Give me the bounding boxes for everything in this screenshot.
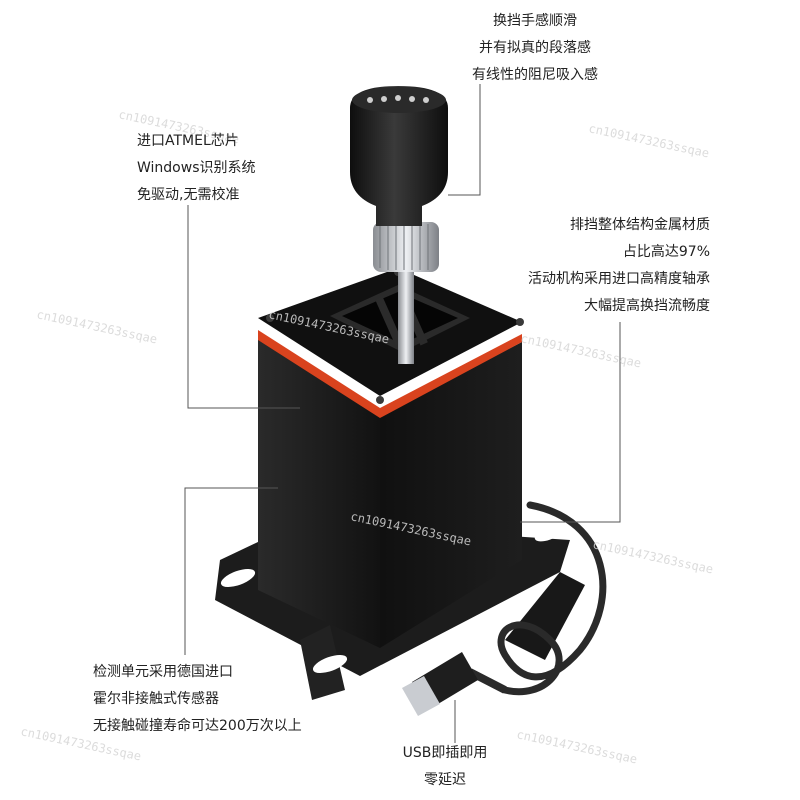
watermark: cn1091473263ssqae: [515, 727, 638, 766]
callout-line: 大幅提高换挡流畅度: [584, 298, 710, 314]
leader-line-right: [520, 322, 621, 523]
callout-line: 检测单元采用德国进口: [93, 664, 233, 680]
callout-line: 活动机构采用进口高精度轴承: [528, 271, 710, 287]
shift-knob: [350, 86, 448, 226]
shift-lever: [373, 222, 439, 364]
callout-hall-sensor: 检测单元采用德国进口 霍尔非接触式传感器 无接触碰撞寿命可达200万次以上: [93, 659, 302, 740]
callout-line: USB即插即用: [402, 745, 488, 761]
leader-line-top: [448, 84, 481, 196]
watermark: cn1091473263ssqae: [519, 331, 642, 370]
callout-shift-feel: 换挡手感顺滑 并有拟真的段落感 有线性的阻尼吸入感: [430, 8, 640, 89]
callout-line: 霍尔非接触式传感器: [93, 691, 219, 707]
leader-line-left: [187, 205, 300, 409]
mount-slot: [220, 568, 256, 588]
watermark: cn1091473263ssqae: [591, 537, 714, 576]
usb-cable: [402, 501, 607, 716]
callout-line: 有线性的阻尼吸入感: [472, 67, 598, 83]
leader-lines: [184, 84, 621, 743]
callout-metal-structure: 排挡整体结构金属材质 占比高达97% 活动机构采用进口高精度轴承 大幅提高换挡流…: [500, 212, 710, 320]
callout-chip: 进口ATMEL芯片 Windows识别系统 免驱动,无需校准: [137, 128, 256, 209]
leader-line-bottom: [184, 487, 278, 655]
watermark: cn1091473263ssqae: [587, 121, 710, 160]
mount-slot: [534, 526, 562, 542]
callout-line: 进口ATMEL芯片: [137, 133, 239, 149]
callout-line: 换挡手感顺滑: [493, 13, 577, 29]
callout-line: 占比高达97%: [622, 244, 710, 260]
callout-line: 无接触碰撞寿命可达200万次以上: [93, 718, 302, 734]
mount-slot: [312, 654, 348, 674]
callout-line: 并有拟真的段落感: [479, 40, 591, 56]
usb-connector: [402, 676, 440, 716]
callout-line: Windows识别系统: [137, 160, 256, 176]
callout-line: 零延迟: [424, 772, 466, 788]
callout-line: 排挡整体结构金属材质: [570, 217, 710, 233]
callout-usb: USB即插即用 零延迟: [385, 740, 505, 794]
watermark: cn1091473263ssqae: [35, 307, 158, 346]
callout-line: 免驱动,无需校准: [137, 187, 240, 203]
